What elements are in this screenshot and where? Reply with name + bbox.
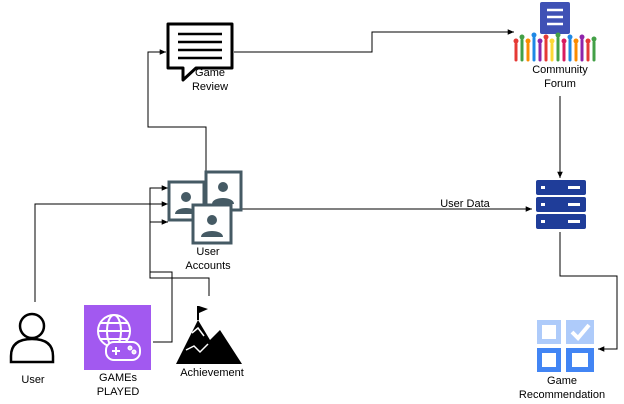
edge-games-to-accounts <box>149 219 173 343</box>
user-accounts-label-line2: Accounts <box>185 260 231 272</box>
games-played-label-line2: PLAYED <box>96 386 140 398</box>
user-data-edge-label: User Data <box>440 198 490 210</box>
community-forum-icon[interactable] <box>513 2 597 62</box>
game-review-label-line2: Review <box>191 81 229 93</box>
community-forum-label-line2: Forum <box>544 78 576 90</box>
edge-review-to-forum <box>234 29 514 53</box>
game-review-label-line1: Game <box>195 67 225 79</box>
gamepad-globe-icon[interactable] <box>84 305 151 370</box>
recommendation-icon[interactable] <box>537 320 594 372</box>
games-played-label-line1: GAMEs <box>99 372 137 384</box>
server-icon[interactable] <box>536 180 586 229</box>
connectors <box>34 29 618 352</box>
user-accounts-icon[interactable] <box>167 170 243 245</box>
edge-accounts-to-review <box>147 49 207 172</box>
review-document-icon[interactable] <box>166 22 234 82</box>
user-icon[interactable] <box>9 312 55 364</box>
game-recommendation-label-line2: Recommendation <box>518 389 606 401</box>
mountain-flag-icon[interactable] <box>176 306 242 364</box>
user-accounts-label-line1: User <box>196 246 220 258</box>
achievement-label: Achievement <box>180 367 244 379</box>
community-forum-label-line1: Community <box>532 64 588 76</box>
edge-user-to-accounts <box>34 201 168 302</box>
user-label: User <box>21 374 45 386</box>
game-recommendation-label-line1: Game <box>547 375 577 387</box>
edge-achievement-to-accounts <box>149 185 210 296</box>
edge-server-to-recommendation <box>559 232 618 352</box>
